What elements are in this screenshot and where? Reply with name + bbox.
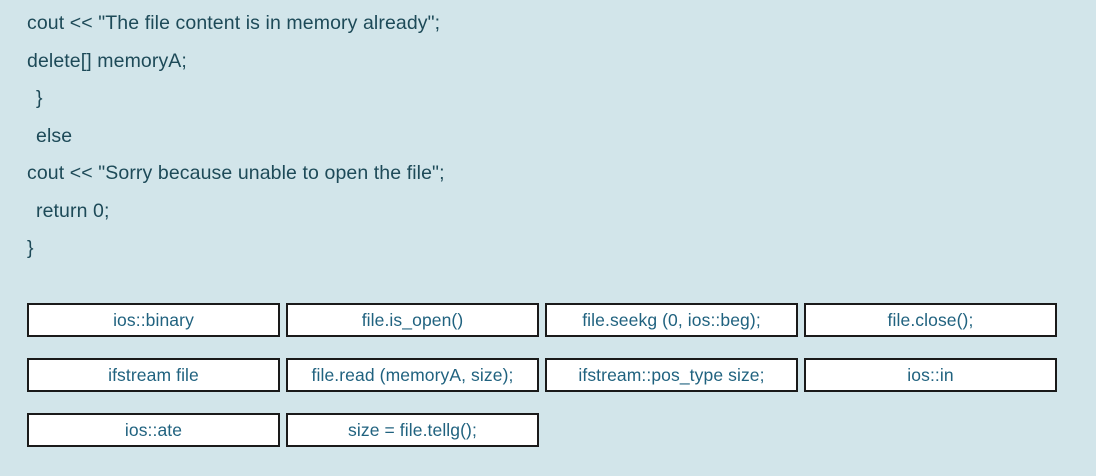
tile-option[interactable]: file.read (memoryA, size); xyxy=(286,358,539,392)
tile-row: ifstream file file.read (memoryA, size);… xyxy=(0,358,1096,413)
code-line: cout << "The file content is in memory a… xyxy=(27,12,441,34)
tile-option[interactable]: ifstream file xyxy=(27,358,280,392)
tile-row: ios::binary file.is_open() file.seekg (0… xyxy=(0,303,1096,358)
tile-row: ios::ate size = file.tellg(); xyxy=(0,413,1096,468)
code-line: else xyxy=(36,124,73,147)
code-line: } xyxy=(36,87,43,109)
code-line: return 0; xyxy=(36,199,110,222)
tile-option[interactable]: ifstream::pos_type size; xyxy=(545,358,798,392)
tile-option[interactable]: ios::binary xyxy=(27,303,280,337)
tile-option[interactable]: size = file.tellg(); xyxy=(286,413,539,447)
answer-tile-grid: ios::binary file.is_open() file.seekg (0… xyxy=(0,303,1096,468)
tile-option[interactable]: file.close(); xyxy=(804,303,1057,337)
code-line: delete[] memoryA; xyxy=(27,49,187,72)
code-line: } xyxy=(27,237,34,259)
tile-option[interactable]: ios::ate xyxy=(27,413,280,447)
code-listing: cout << "The file content is in memory a… xyxy=(27,12,445,259)
tile-option[interactable]: ios::in xyxy=(804,358,1057,392)
tile-option[interactable]: file.seekg (0, ios::beg); xyxy=(545,303,798,337)
code-line: cout << "Sorry because unable to open th… xyxy=(27,162,445,184)
tile-option[interactable]: file.is_open() xyxy=(286,303,539,337)
